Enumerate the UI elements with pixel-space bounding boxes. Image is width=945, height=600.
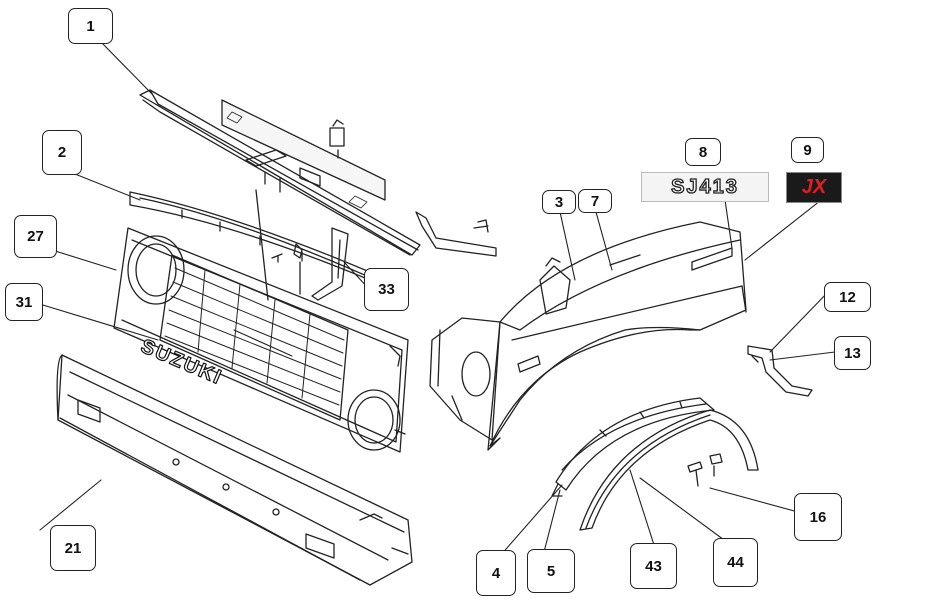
callout-16: 16 bbox=[794, 493, 842, 541]
fender-screws-part bbox=[687, 453, 723, 487]
callout-8: 8 bbox=[685, 138, 721, 166]
callout-31: 31 bbox=[5, 283, 43, 321]
leader-lines bbox=[32, 41, 836, 557]
sj413-badge: SJ413 bbox=[641, 172, 769, 202]
callout-3: 3 bbox=[542, 190, 576, 214]
callout-9: 9 bbox=[791, 137, 824, 163]
jx-badge: JX bbox=[786, 172, 842, 203]
callout-21: 21 bbox=[50, 525, 96, 571]
fender-flare-part bbox=[579, 409, 759, 531]
suzuki-emblem-text: SUZUKI bbox=[138, 335, 226, 389]
wheel-arch-inner-part bbox=[551, 397, 715, 497]
callout-4: 4 bbox=[476, 550, 516, 596]
side-bracket-part bbox=[747, 345, 813, 397]
callout-1: 1 bbox=[68, 8, 113, 44]
sj413-badge-text: SJ413 bbox=[670, 175, 739, 198]
front-fender-part bbox=[429, 221, 747, 451]
callout-33: 33 bbox=[364, 268, 409, 311]
callout-7: 7 bbox=[578, 189, 612, 213]
callout-12: 12 bbox=[824, 282, 871, 312]
jx-badge-text: JX bbox=[801, 176, 827, 198]
callout-43: 43 bbox=[630, 543, 677, 589]
suzuki-emblem-part: SUZUKI bbox=[137, 335, 226, 390]
front-bumper-part bbox=[56, 354, 413, 586]
callout-13: 13 bbox=[834, 336, 871, 370]
upper-front-panel-part bbox=[139, 89, 497, 257]
callout-27: 27 bbox=[14, 215, 57, 258]
callout-2: 2 bbox=[42, 130, 82, 175]
callout-44: 44 bbox=[713, 538, 758, 587]
grille-bracket-part bbox=[255, 189, 349, 301]
callout-5: 5 bbox=[527, 549, 575, 593]
